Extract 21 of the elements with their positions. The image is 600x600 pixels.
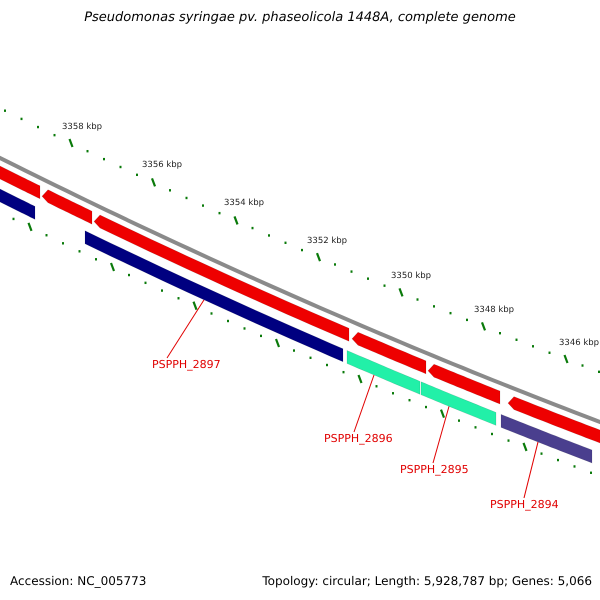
footer-text: Accession: NC_005773 bbox=[10, 574, 146, 588]
leader-line bbox=[432, 406, 450, 464]
scale-label: 3354 kbp bbox=[224, 198, 264, 208]
scale-label: 3356 kbp bbox=[142, 160, 182, 170]
gene-label: PSPPH_2897 bbox=[152, 358, 221, 372]
gene-bar bbox=[420, 381, 496, 426]
scale-label: 3346 kbp bbox=[559, 338, 600, 348]
leader-line bbox=[354, 374, 374, 432]
gene-bar bbox=[346, 350, 420, 395]
leader-line bbox=[166, 299, 204, 358]
gene-label: PSPPH_2896 bbox=[324, 432, 393, 446]
gene-bar bbox=[500, 414, 592, 464]
scale-label: 3348 kbp bbox=[474, 305, 514, 315]
footer-text: Topology: circular; Length: 5,928,787 bp; Genes: 5,066 bbox=[262, 574, 592, 588]
gene-label: PSPPH_2895 bbox=[400, 463, 469, 477]
scale-label: 3350 kbp bbox=[391, 271, 432, 281]
leader-line bbox=[524, 442, 538, 498]
scale-label: 3358 kbp bbox=[62, 122, 102, 132]
title: Pseudomonas syringae pv. phaseolicola 1448A, complete genome bbox=[83, 10, 517, 25]
gene-label: PSPPH_2894 bbox=[490, 498, 559, 512]
scale-label: 3352 kbp bbox=[307, 236, 348, 246]
